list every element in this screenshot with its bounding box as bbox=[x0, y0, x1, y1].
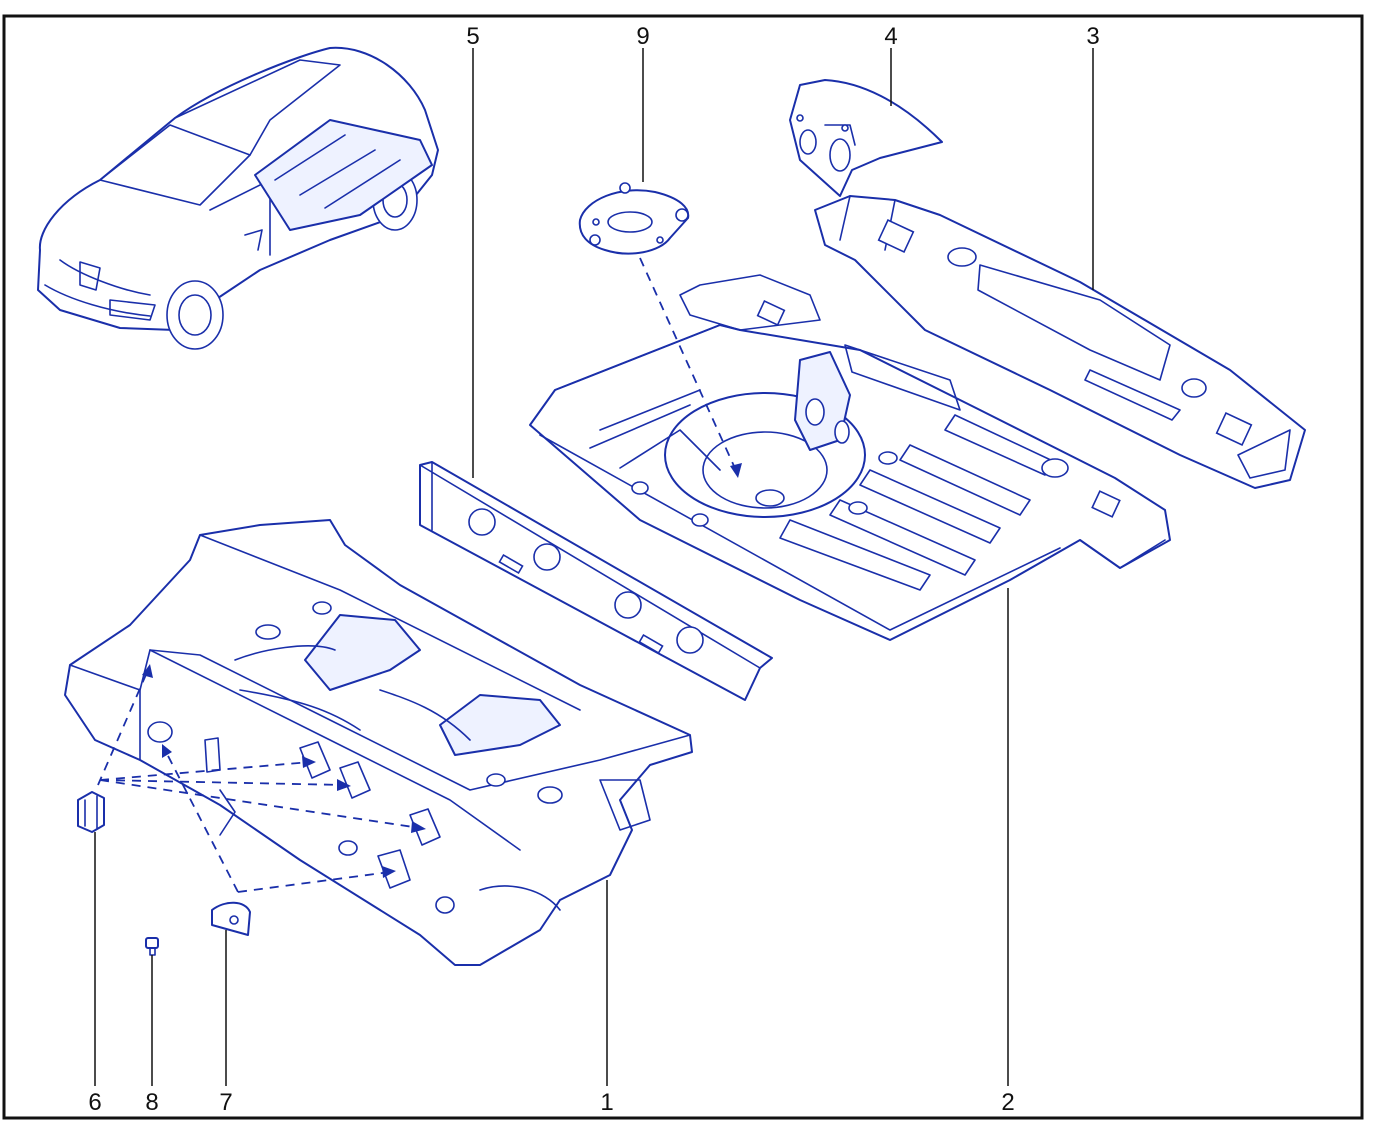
part-5-cross-member bbox=[419, 461, 773, 701]
callout-1: 1 bbox=[600, 1089, 613, 1116]
callout-labels: 5 9 4 3 6 8 7 1 2 bbox=[88, 23, 1099, 1116]
callout-2: 2 bbox=[1001, 1089, 1014, 1116]
part-9-spare-wheel-plate bbox=[578, 182, 690, 255]
car-locator-illustration bbox=[37, 46, 439, 350]
assembly-lines bbox=[97, 257, 742, 893]
part-6-bracket bbox=[77, 791, 105, 833]
diagram-frame bbox=[2, 14, 1364, 1120]
leader-lines bbox=[94, 48, 1094, 1086]
callout-4: 4 bbox=[884, 23, 897, 50]
part-4-wheel-arch-panel bbox=[789, 79, 943, 197]
part-1-front-floor bbox=[64, 519, 693, 966]
callout-5: 5 bbox=[466, 23, 479, 50]
callout-7: 7 bbox=[219, 1089, 232, 1116]
part-3-rear-panel bbox=[814, 195, 1306, 489]
callout-3: 3 bbox=[1086, 23, 1099, 50]
part-7-cover bbox=[211, 901, 251, 936]
callout-9: 9 bbox=[636, 23, 649, 50]
part-8-fastener bbox=[145, 937, 159, 956]
callout-8: 8 bbox=[145, 1089, 158, 1116]
callout-6: 6 bbox=[88, 1089, 101, 1116]
